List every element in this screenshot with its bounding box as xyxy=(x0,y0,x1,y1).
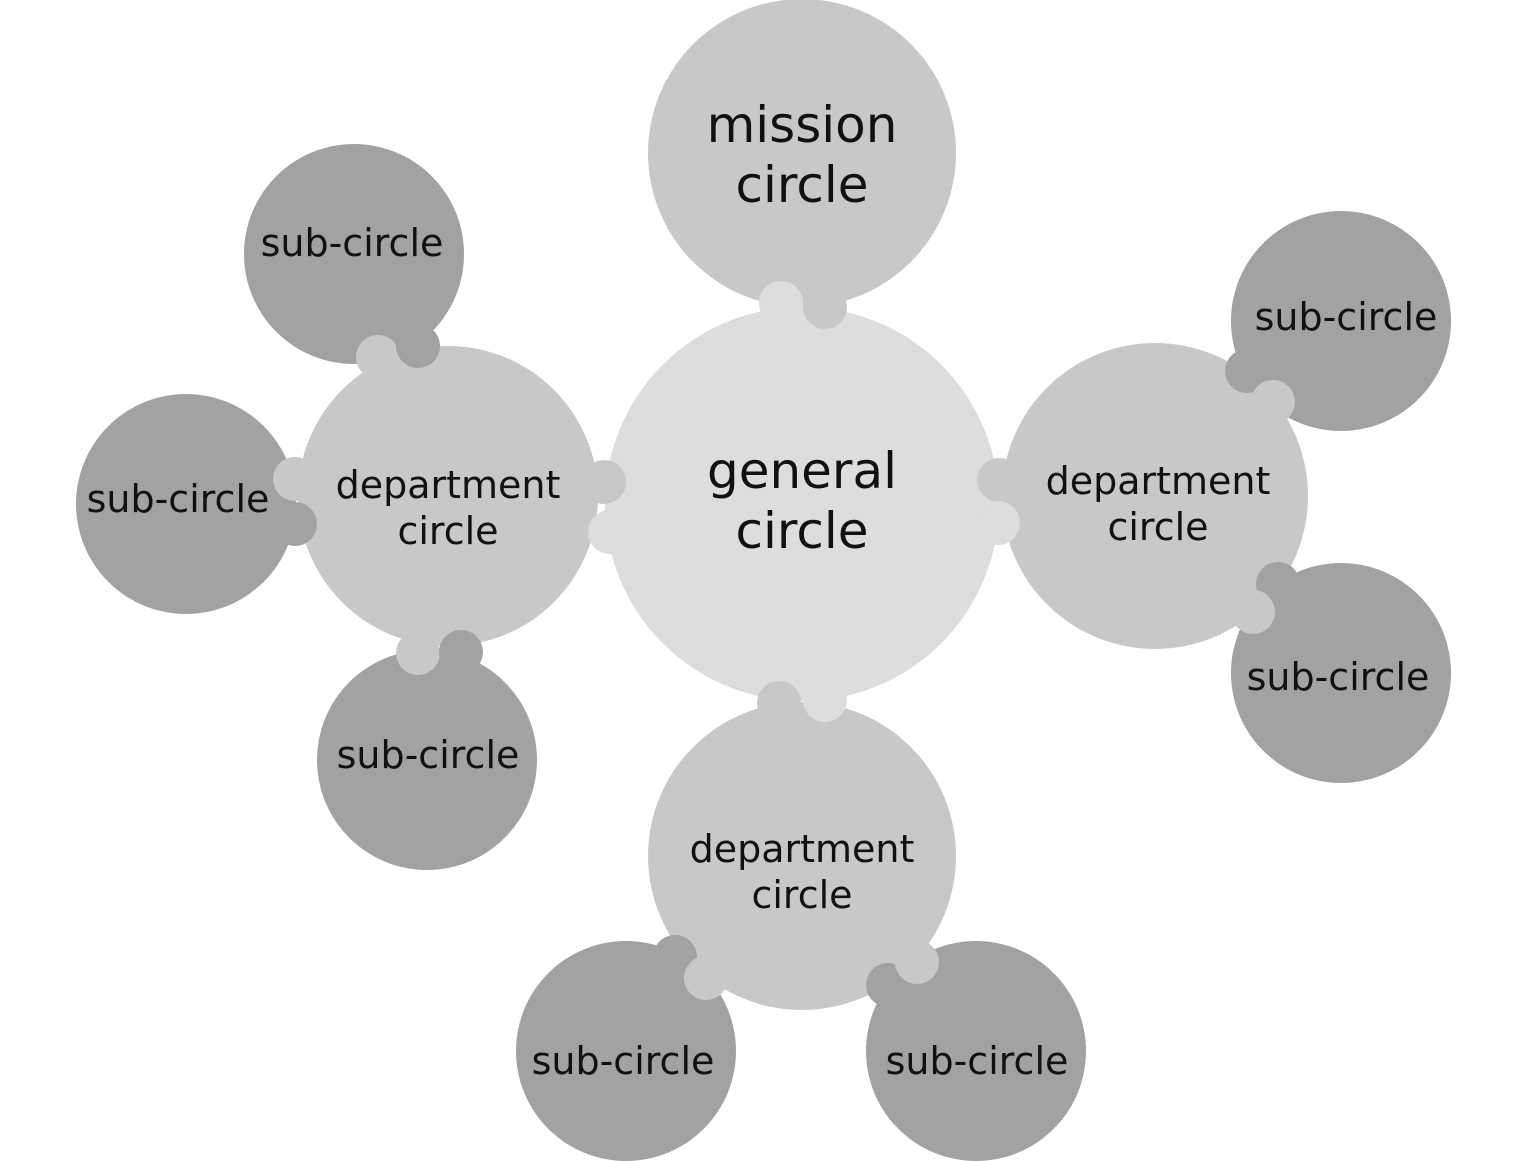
department-right-label-line2: circle xyxy=(1107,505,1208,549)
link-knob xyxy=(396,324,440,368)
general-circle-label-line2: circle xyxy=(736,502,869,560)
sub-circle-label: sub-circle xyxy=(1255,295,1438,339)
general-circle xyxy=(605,307,999,701)
sub-circle-label: sub-circle xyxy=(1247,655,1430,699)
sub-circle-left-top xyxy=(244,144,464,364)
sub-circle-label: sub-circle xyxy=(337,733,520,777)
link-knob xyxy=(273,502,317,546)
mission-circle xyxy=(648,0,956,307)
sub-circle-label: sub-circle xyxy=(261,221,444,265)
link-knob xyxy=(396,631,440,675)
department-bottom-label-line2: circle xyxy=(751,873,852,917)
mission-circle-label-line2: circle xyxy=(736,156,869,214)
link-knob xyxy=(582,460,626,504)
sub-circle-bottom-left xyxy=(516,941,736,1161)
sub-circle-label: sub-circle xyxy=(532,1039,715,1083)
sub-circle-bottom-right xyxy=(866,941,1086,1161)
mission-circle-label-line1: mission xyxy=(707,96,898,154)
department-circle-bottom xyxy=(648,702,956,1010)
link-knob xyxy=(1225,349,1269,393)
sub-circle-left-bottom xyxy=(317,650,537,870)
link-knob xyxy=(759,281,803,325)
department-bottom-label-line1: department xyxy=(690,827,915,871)
link-knob xyxy=(977,458,1021,502)
link-knob xyxy=(895,940,939,984)
department-right-label-line1: department xyxy=(1046,459,1271,503)
sub-circle-label: sub-circle xyxy=(87,477,270,521)
link-knob xyxy=(803,678,847,722)
link-knob xyxy=(439,630,483,674)
link-knob xyxy=(1251,380,1295,424)
circle-labels: general circle mission circle department… xyxy=(87,96,1438,1083)
link-knob xyxy=(976,501,1020,545)
link-knob xyxy=(757,681,801,725)
link-knob xyxy=(1256,562,1300,606)
department-circle-left xyxy=(298,346,598,646)
general-circle-label-line1: general xyxy=(707,442,897,500)
department-circle-right xyxy=(1002,343,1308,649)
link-knob xyxy=(803,285,847,329)
sub-circle-label: sub-circle xyxy=(886,1039,1069,1083)
sub-circle-right-bottom xyxy=(1231,563,1451,783)
link-knob xyxy=(653,935,697,979)
department-left-label-line2: circle xyxy=(397,509,498,553)
connector-knobs xyxy=(273,281,1300,1007)
link-knob xyxy=(1231,590,1275,634)
link-knob xyxy=(273,457,317,501)
link-knob xyxy=(356,335,400,379)
sub-circle-right-top xyxy=(1231,211,1451,431)
link-knob xyxy=(588,510,632,554)
department-left-label-line1: department xyxy=(336,463,561,507)
circle-bodies xyxy=(76,0,1451,1161)
link-knob xyxy=(684,956,728,1000)
sub-circle-left-side xyxy=(76,394,296,614)
